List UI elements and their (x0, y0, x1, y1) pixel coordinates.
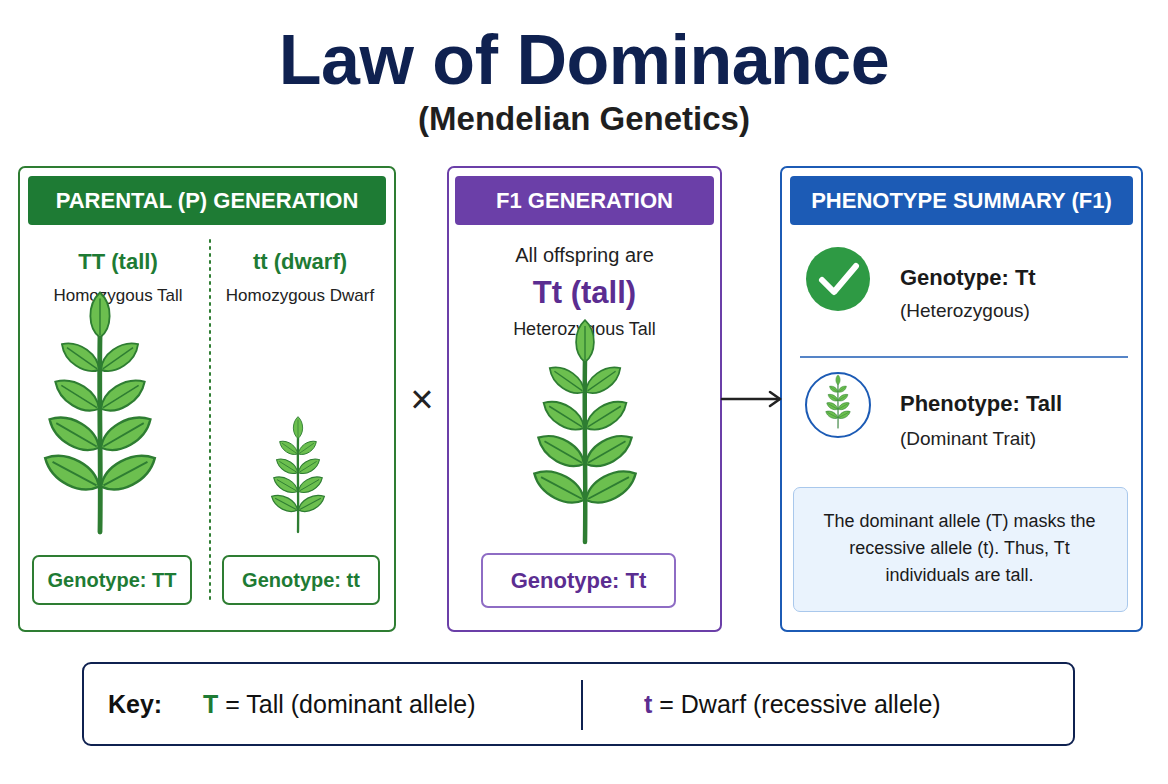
offspring-note: All offspring are (455, 240, 714, 270)
cross-symbol: × (402, 376, 442, 422)
summary-detail: (Heterozygous) (900, 296, 1130, 326)
genotype-box: Genotype: TT (32, 555, 192, 605)
key-box: Key: T = Tall (dominant allele) t = Dwarf … (82, 662, 1075, 746)
genotype-label: Genotype: TT (34, 557, 190, 603)
tall-plant (39, 292, 161, 532)
explanation-text: The dominant allele (T) masks the recess… (813, 489, 1106, 608)
genotype-description: Heterozygous Tall (455, 314, 714, 344)
genotype-heading: TT (tall) (28, 245, 208, 279)
key-divider (581, 680, 583, 730)
plant-icon-circle (806, 373, 870, 437)
flow-arrow (722, 398, 780, 401)
genotype-heading: tt (dwarf) (214, 245, 386, 279)
key-heading: Key: (108, 680, 188, 728)
panel-header: PARENTAL (P) GENERATION (28, 176, 386, 225)
genotype-box: Genotype: tt (222, 555, 380, 605)
genotype-heading: Tt (tall) (455, 273, 714, 313)
key-entry: t = Dwarf (recessive allele) (644, 680, 1064, 728)
diagram-title: Law of Dominance (0, 18, 1168, 102)
plant-icon (824, 375, 851, 428)
f1-tall-plant (529, 320, 642, 542)
summary-panel: PHENOTYPE SUMMARY (F1) Genotype: Tt(Heter… (780, 166, 1143, 632)
check-circle (806, 247, 870, 311)
panel-header: F1 GENERATION (455, 176, 714, 225)
summary-heading: Phenotype: Tall (900, 388, 1130, 420)
genotype-label: Genotype: Tt (483, 555, 674, 606)
key-entry: T = Tall (dominant allele) (203, 680, 563, 728)
summary-divider (800, 356, 1128, 358)
generation-panel: F1 GENERATION All offspring areTt (tall)H… (447, 166, 722, 632)
subtitle: (Mendelian Genetics) (0, 98, 1168, 140)
check-mark (822, 266, 856, 292)
generation-panel: PARENTAL (P) GENERATION TT (tall)Homozygo… (18, 166, 396, 632)
dwarf-plant (269, 417, 328, 532)
genotype-label: Genotype: tt (224, 557, 378, 603)
genotype-description: Homozygous Dwarf (214, 281, 386, 311)
panel-header: PHENOTYPE SUMMARY (F1) (790, 176, 1133, 225)
genotype-description: Homozygous Tall (28, 281, 208, 311)
summary-heading: Genotype: Tt (900, 262, 1130, 294)
genotype-box: Genotype: Tt (481, 553, 676, 608)
explanation-box: The dominant allele (T) masks the recess… (793, 487, 1128, 612)
summary-detail: (Dominant Trait) (900, 424, 1130, 454)
dotted-divider (209, 240, 211, 600)
